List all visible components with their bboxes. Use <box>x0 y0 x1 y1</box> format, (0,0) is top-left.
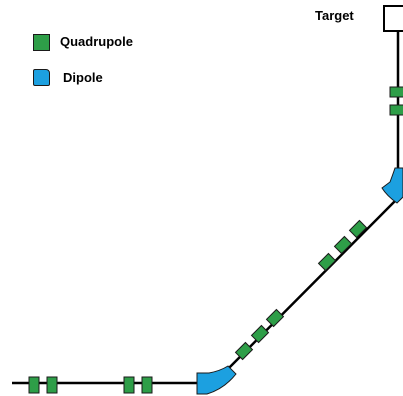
quadrupole-magnet <box>389 104 403 116</box>
quadrupole-magnet <box>317 252 337 272</box>
quadrupole-magnet <box>234 341 254 361</box>
dipole-magnet-bottom <box>196 365 237 395</box>
quadrupole-magnet <box>265 308 285 328</box>
quadrupole-magnet <box>333 235 353 255</box>
dipole-magnet-top <box>381 167 403 204</box>
quadrupole-magnet <box>46 376 58 394</box>
quadrupole-magnet <box>348 219 368 239</box>
quadrupole-legend-swatch <box>33 34 50 51</box>
quadrupole-magnet <box>123 376 135 394</box>
beamline-path <box>12 31 400 385</box>
quadrupole-legend-label: Quadrupole <box>60 34 133 49</box>
quadrupole-magnet <box>389 86 403 98</box>
quadrupole-magnet <box>250 324 270 344</box>
target-box <box>383 5 403 32</box>
dipole-legend-label: Dipole <box>63 70 103 85</box>
dipole-legend-swatch <box>33 69 50 86</box>
quadrupole-magnet <box>28 376 40 394</box>
target-label: Target <box>315 8 354 23</box>
quadrupole-magnet <box>141 376 153 394</box>
